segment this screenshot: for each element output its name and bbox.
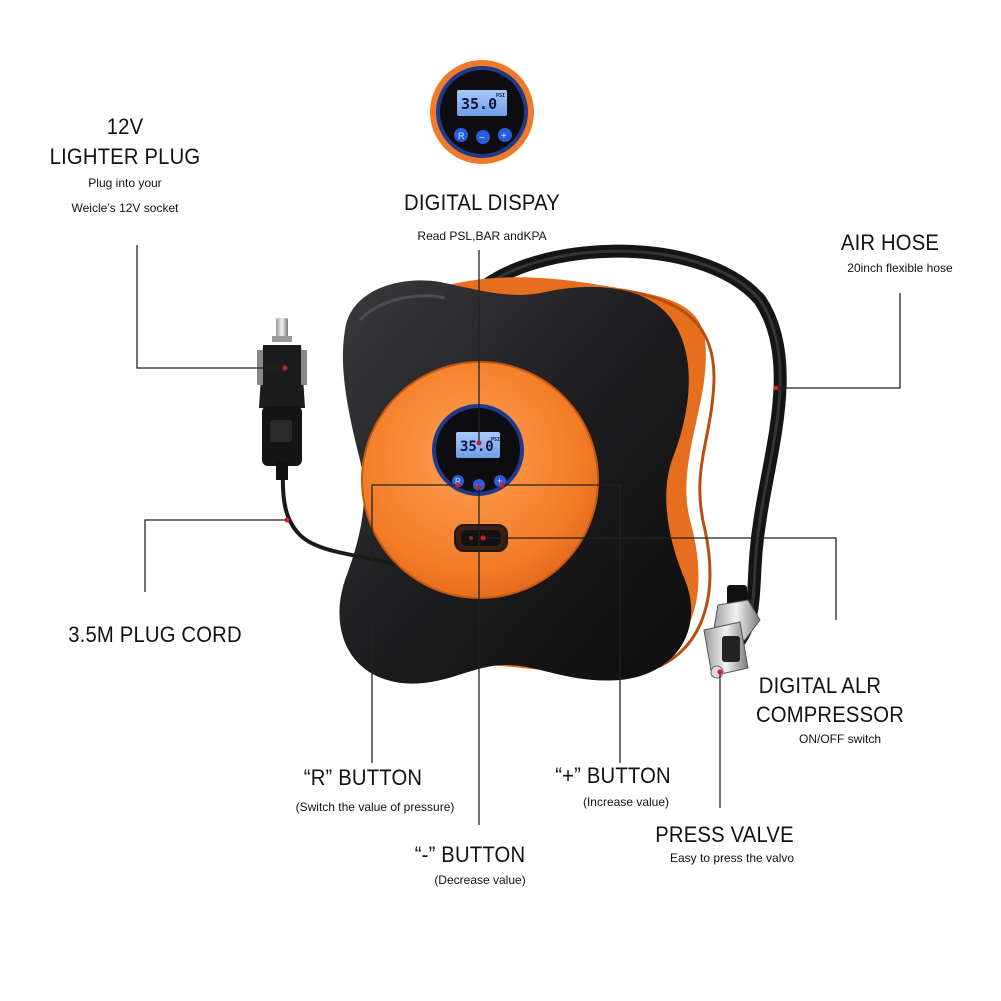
air-hose-title: AIR HOSE — [840, 230, 940, 255]
minus-button-title: “-” BUTTON — [414, 842, 526, 867]
digital-display-sub: Read PSL,BAR andKPA — [417, 229, 547, 243]
press-valve-title: PRESS VALVE — [655, 822, 794, 847]
zoom-r-label: R — [458, 131, 465, 141]
svg-text:+: + — [497, 476, 502, 486]
zoom-lcd-unit: PSI — [496, 93, 505, 99]
callout-lines — [136, 245, 901, 825]
zoom-lcd-reading: 35.0 — [461, 95, 497, 113]
digital-display-title: DIGITAL DISPAY — [404, 190, 560, 215]
r-button-sub: (Switch the value of pressure) — [295, 800, 455, 814]
lighter-plug-title-line2: LIGHTER PLUG — [49, 144, 201, 169]
compressor-sub: ON/OFF switch — [798, 732, 881, 746]
minus-button-sub: (Decrease value) — [434, 873, 526, 887]
lighter-plug-sub2: Weicle’s 12V socket — [71, 201, 179, 215]
zoom-plus-label: + — [501, 131, 507, 142]
plug-cord-title: 3.5M PLUG CORD — [68, 622, 242, 647]
zoom-minus-label: − — [479, 133, 485, 144]
plus-button-sub: (Increase value) — [582, 795, 670, 809]
r-button-title: “R” BUTTON — [303, 765, 423, 790]
lighter-plug-icon — [257, 318, 307, 480]
air-hose-sub: 20inch flexible hose — [847, 261, 953, 275]
zoomed-display: 35.0 PSI R − + — [430, 60, 534, 164]
plug-cord — [280, 469, 396, 567]
device-lcd-reading: 35.0 — [460, 439, 494, 455]
lighter-plug-title-line1: 12V — [106, 114, 144, 139]
lighter-plug-sub1: Plug into your — [88, 176, 162, 190]
svg-text:R: R — [455, 477, 461, 486]
device-control-panel: 35.0 PSI R − + — [432, 404, 524, 496]
compressor-title-line2: COMPRESSOR — [755, 702, 905, 727]
press-valve-icon — [703, 585, 761, 679]
plus-button-title: “+” BUTTON — [555, 763, 671, 788]
device-lcd-unit: PSI — [491, 437, 500, 443]
device-r-button — [452, 475, 464, 487]
press-valve-sub: Easy to press the valvo — [669, 851, 795, 865]
compressor-title-line1: DIGITAL ALR — [758, 673, 882, 698]
callout-dots — [282, 365, 779, 675]
